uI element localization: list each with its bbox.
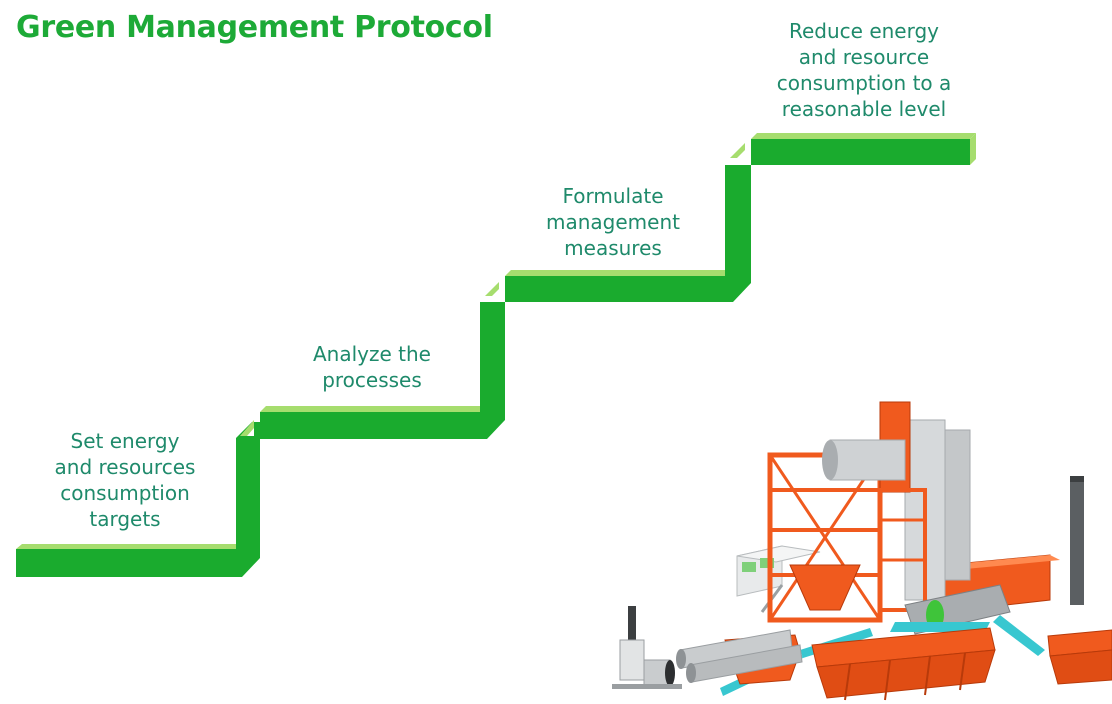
stair-step-3-tread xyxy=(505,276,727,302)
stair-step-2-top xyxy=(260,406,486,412)
step-4-label: Reduce energy and resource consumption t… xyxy=(776,19,952,121)
stair-riser-3 xyxy=(725,143,751,302)
stair-step-4-end xyxy=(970,133,976,165)
stair-step-4-top xyxy=(751,133,976,139)
step-2-label: Analyze the processes xyxy=(313,342,431,392)
baghouse xyxy=(944,476,1084,613)
stair-riser-2 xyxy=(480,282,505,439)
stair-riser-3-face xyxy=(725,165,751,302)
stair-step-4-tread xyxy=(751,139,970,165)
stair-riser-1-face xyxy=(236,438,260,577)
stair-step-1-top xyxy=(16,544,244,549)
silo-tower xyxy=(822,401,971,612)
stair-step-1 xyxy=(16,544,244,577)
burner-unit xyxy=(612,606,682,689)
stair-step-3 xyxy=(505,270,731,302)
stair-step-3-top xyxy=(505,270,731,276)
stair-step-2-tread xyxy=(260,412,482,439)
storage-tanks xyxy=(676,629,803,683)
page-title: Green Management Protocol xyxy=(16,10,493,45)
chimney xyxy=(1070,480,1084,605)
stair-step-2 xyxy=(260,406,486,439)
stair-step-4 xyxy=(751,133,976,165)
stair-step-1-tread xyxy=(16,549,242,577)
stair-riser-2-face xyxy=(480,302,505,439)
step-1-label: Set energy and resources consumption tar… xyxy=(54,429,196,531)
stair-riser-1 xyxy=(236,420,260,577)
step-3-label: Formulate management measures xyxy=(546,184,680,260)
